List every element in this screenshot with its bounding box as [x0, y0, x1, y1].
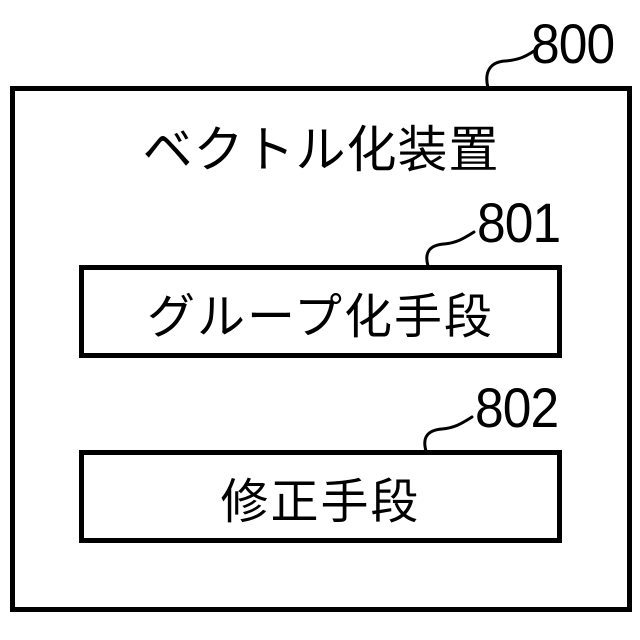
leader-line-800 [485, 49, 536, 90]
ref-label-800: 800 [531, 12, 615, 75]
device-title: ベクトル化装置 [142, 122, 500, 178]
ref-label-802: 802 [475, 376, 559, 439]
correction-means-box: 修正手段 [79, 450, 562, 543]
ref-label-801: 801 [477, 191, 561, 254]
grouping-means-box: グループ化手段 [79, 265, 562, 358]
correction-means-label: 修正手段 [220, 475, 421, 529]
device-box: ベクトル化装置 [10, 86, 632, 612]
grouping-means-label: グループ化手段 [146, 290, 495, 344]
